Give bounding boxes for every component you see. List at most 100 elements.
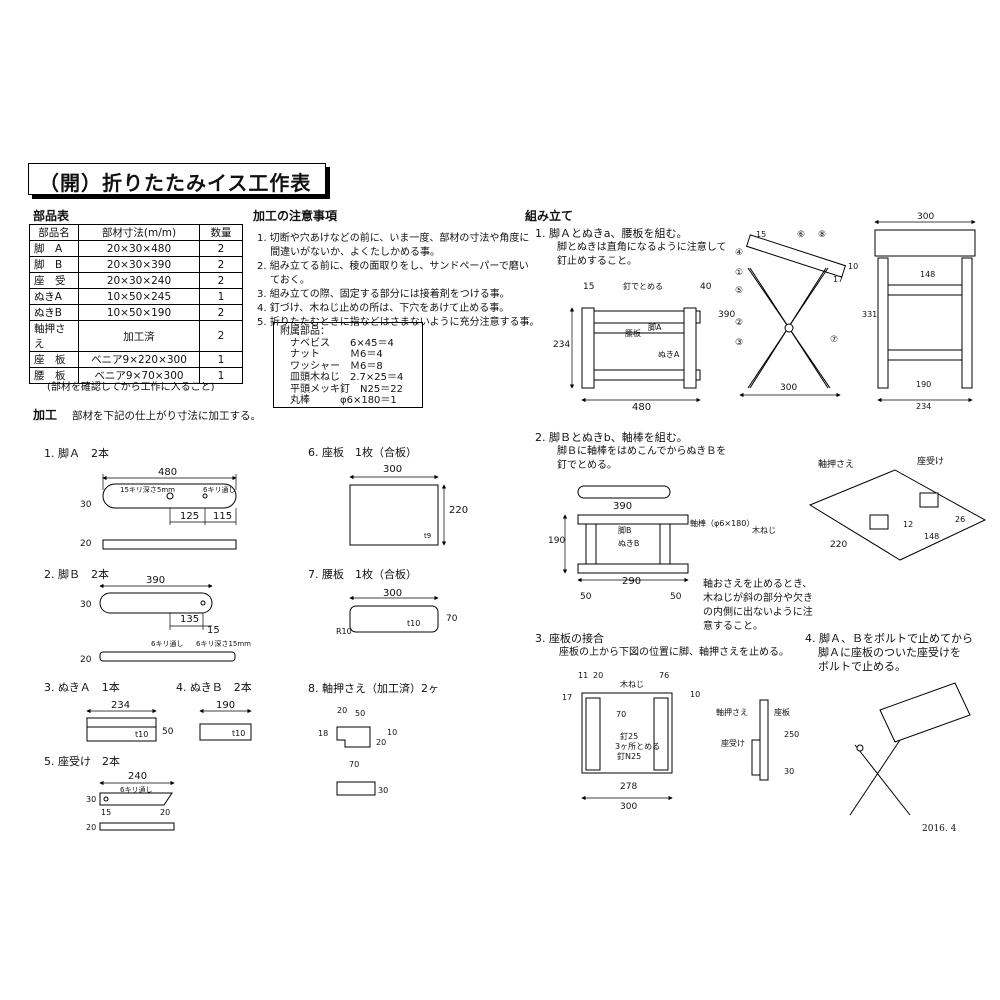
jiku-b: 50	[355, 709, 366, 718]
jiku-label: 8. 軸押さえ（加工済）2ヶ	[308, 682, 439, 695]
note-line: 2. 組み立てる前に、稜の面取りをし、サンドペーパーで磨い	[257, 261, 529, 272]
koshi-w: 300	[383, 588, 403, 599]
step3-d11: 11	[578, 671, 589, 680]
zauke-len: 240	[128, 771, 148, 782]
jiku-e: 20	[376, 738, 387, 747]
step2-d190: 190	[548, 536, 566, 546]
zauke-hole: 6キリ通し	[120, 786, 153, 794]
step2-d50b: 50	[670, 592, 682, 602]
koshi-label: 7. 腰板 1枚（合板）	[308, 568, 417, 581]
step1-d390: 390	[718, 310, 736, 320]
step2-screw: 木ねじ	[752, 526, 776, 535]
leg-b-h: 30	[80, 600, 92, 610]
step1-d15: 15	[583, 282, 595, 292]
zaita-t: t9	[424, 532, 432, 540]
step1-front-drawing	[569, 307, 701, 403]
step1-c5: ⑤	[735, 286, 744, 296]
step2-desc2: 釘でとめる。	[557, 460, 617, 471]
step3-drawing	[581, 692, 769, 801]
step1-d190: 190	[916, 380, 932, 389]
step3-zaita: 座板	[774, 708, 790, 717]
jiku-d: 10	[387, 728, 398, 737]
jiku-f: 70	[349, 760, 360, 769]
table-cell: 10×50×245	[78, 288, 200, 305]
leg-b-t: 20	[80, 655, 92, 665]
zauke-t: 20	[86, 823, 97, 832]
step3-jiku: 軸押さえ	[716, 708, 748, 717]
zauke-d2: 20	[160, 808, 171, 817]
leg-b-hole2: 6キリ深さ15mm	[196, 640, 251, 648]
step3-d30: 30	[784, 767, 795, 776]
koshi-r: R10	[336, 627, 352, 636]
table-cell: 軸押さえ	[29, 320, 79, 352]
title-box: （開）折りたたみイス工作表	[28, 163, 326, 195]
step1-d148: 148	[920, 270, 936, 279]
jiku-g: 30	[378, 786, 389, 795]
step1-d15b: 15	[756, 230, 767, 239]
step3-nail2: 3ヶ所とめる	[615, 742, 661, 751]
jiku-c: 18	[318, 729, 329, 738]
step2-d290: 290	[622, 576, 642, 587]
step2-d220: 220	[830, 540, 848, 550]
step1-c6: ⑥	[797, 230, 806, 240]
koshi-panel	[349, 605, 439, 633]
step4-title3: ボルトで止める。	[818, 660, 906, 673]
date-label: 2016. 4	[922, 824, 957, 834]
leg-b-label: 2. 脚Ｂ 2本	[44, 568, 109, 581]
accessory-line: 皿頭木ねじ 2.7×25＝4	[280, 372, 404, 383]
step4-drawing	[849, 682, 971, 816]
nuki-a-t: t10	[135, 730, 149, 739]
step3-d70: 70	[616, 710, 627, 719]
step2-leg: 脚B	[618, 526, 632, 535]
step3-screw: 木ねじ	[620, 680, 644, 689]
parts-header-row: 部品名 部材寸法(m/m) 数量	[29, 224, 243, 241]
nuki-b-label: 4. ぬきＢ 2本	[176, 681, 252, 694]
assembly-heading: 組み立て	[525, 209, 574, 223]
processing-heading: 加工	[33, 408, 58, 422]
processing-desc: 部材を下記の仕上がり寸法に加工する。	[72, 410, 261, 422]
accessory-line: ナベビス 6×45＝4	[280, 337, 394, 349]
jiku-drawing	[336, 726, 376, 796]
step1-nuki: ぬきA	[658, 350, 680, 359]
col-header: 数量	[199, 224, 243, 241]
step1-c3: ③	[735, 338, 744, 348]
step2-title: 2. 脚Ｂとぬきb、軸棒を組む。	[535, 431, 688, 444]
parts-heading: 部品表	[33, 209, 70, 223]
step1-c8: ⑧	[818, 230, 827, 240]
step3-d17: 17	[562, 693, 573, 702]
step1-side-drawing	[739, 234, 847, 398]
note-line: ておく。	[257, 275, 310, 286]
step2-caution-3: 意すること。	[703, 621, 763, 632]
zaita-w: 300	[383, 464, 403, 475]
step1-d300: 300	[780, 383, 798, 393]
step3-d10: 10	[690, 690, 701, 699]
nuki-a-label: 3. ぬきＡ 1本	[44, 681, 120, 694]
step1-c1: ①	[735, 268, 744, 278]
leg-a-len: 480	[158, 467, 178, 478]
leg-a-hole2: 6キリ通し	[203, 486, 236, 494]
step3-d250: 250	[784, 730, 800, 739]
step2-d148: 148	[924, 532, 940, 541]
koshi-t: t10	[407, 619, 421, 628]
accessory-line: 丸棒 φ6×180＝1	[280, 395, 397, 406]
step2-d50a: 50	[580, 592, 592, 602]
step2-shaft: 軸棒（φ6×180）	[690, 519, 755, 528]
step3-zauke: 座受け	[721, 739, 745, 748]
leg-a-h: 30	[80, 500, 92, 510]
koshi-h: 70	[446, 614, 458, 624]
step2-drawing	[562, 469, 987, 583]
step1-desc2: 釘止めすること。	[557, 256, 637, 267]
leg-b-hole1: 6キリ通し	[151, 640, 184, 648]
nuki-drawing	[86, 708, 252, 742]
step2-desc1: 脚Ｂに軸棒をはめこんでからぬきＢを	[557, 446, 727, 457]
step3-d300: 300	[620, 802, 638, 812]
step3-d20: 20	[593, 671, 604, 680]
step1-desc1: 脚とぬきは直角になるように注意して	[557, 242, 727, 253]
step2-zauke: 座受け	[917, 457, 945, 467]
